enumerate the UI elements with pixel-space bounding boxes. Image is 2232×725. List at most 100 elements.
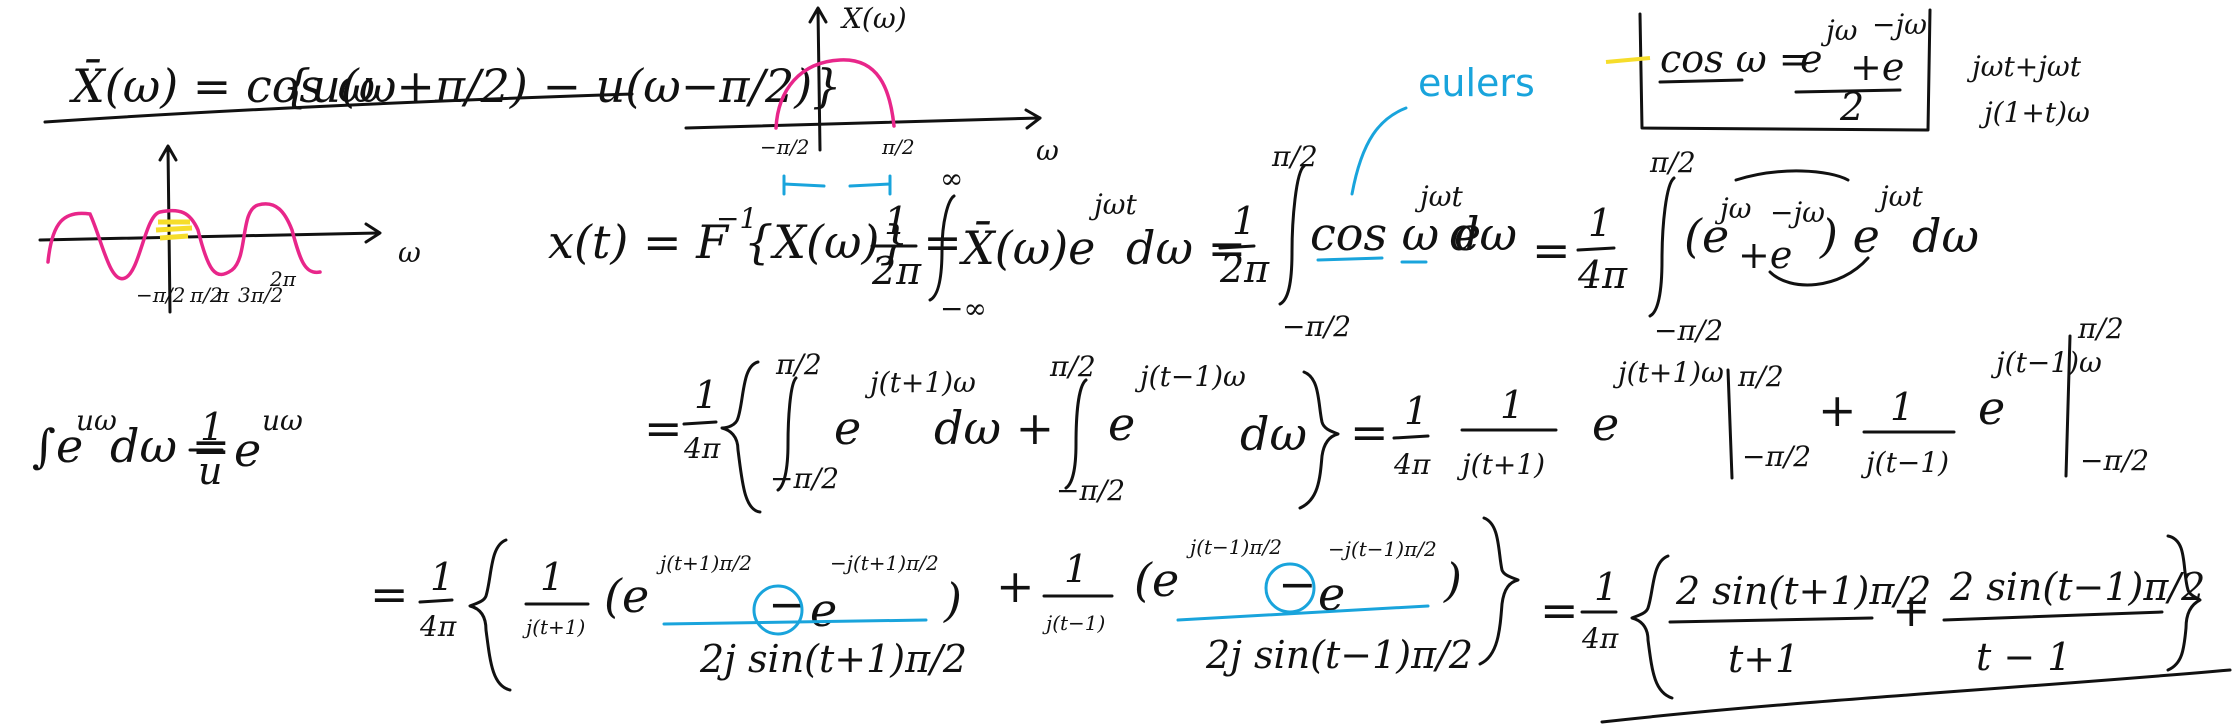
- line3-r2-bar: [1942, 610, 2164, 622]
- line1-brace: {X(ω)} =: [744, 215, 962, 269]
- euler-box-sup-a: jω: [1820, 14, 1858, 47]
- plot-left-tick-neg-half-pi: −π/2: [136, 283, 185, 307]
- line2-sup1: j(t+1)ω: [864, 366, 976, 399]
- definition-lhs: X̄(ω) = cos ω: [69, 58, 375, 113]
- euler-box-sup-b: −jω: [1872, 8, 1927, 41]
- line1-int-bot: −∞: [940, 292, 987, 325]
- line1-lim-top: π/2: [1271, 140, 1318, 173]
- line2-c2-bar: [1392, 434, 1430, 440]
- line2-lim-bot: −π/2: [770, 462, 839, 495]
- line3-r1-den: t+1: [1728, 637, 1799, 681]
- line1-integral-sign-3: [1648, 176, 1676, 318]
- inverse-transform-line: x(t) = F −1 {X(ω)} = 1 2π ∞ −∞ X̄(ω)e jω…: [548, 140, 1979, 347]
- line3-r2-den: t − 1: [1976, 635, 2071, 679]
- line2-dw2: dω: [1240, 407, 1307, 461]
- line3-fraction2-bar: [1176, 604, 1430, 622]
- plot-left-tick-three-half-pi: 3π/2: [238, 283, 283, 307]
- identity-lhs: ∫e: [32, 419, 83, 473]
- line3-result-right-brace: [2166, 534, 2202, 672]
- line2-right-brace: [1298, 370, 1340, 510]
- line3-p1: (e: [604, 569, 649, 623]
- line3-sup1a: j(t+1)π/2: [656, 551, 752, 575]
- plot-top-y-axis: [816, 8, 822, 152]
- identity-dw: dω =: [110, 419, 230, 473]
- plot-top-x-axis: [684, 116, 1042, 130]
- line1-plus3: +e: [1738, 233, 1792, 277]
- line1-c3-bar: [1576, 246, 1616, 252]
- line3-sup2a: j(t−1)π/2: [1186, 535, 1282, 559]
- line2-lim-top: π/2: [775, 348, 822, 381]
- line3-r1-bar: [1668, 616, 1874, 624]
- line1-body3: (e: [1684, 209, 1729, 263]
- euler-box-num-a: e: [1800, 37, 1823, 81]
- line1-int-top: ∞: [940, 162, 963, 195]
- line1-integral-sign: [928, 194, 956, 302]
- line3-eq2: =: [1540, 583, 1579, 637]
- line1-inverse-sup: −1: [716, 202, 757, 235]
- line3-r2-num: 2 sin(t−1)π/2: [1949, 565, 2205, 609]
- cosine-sketch-plot: ω −π/2 π/2 π 3π/2 2π: [38, 144, 421, 314]
- plot-left-y-arrow-icon: [158, 144, 178, 162]
- side-note-top: jωt+jωt: [1966, 50, 2082, 83]
- euler-identity-box: cos ω = e jω +e −jω 2: [1605, 8, 1932, 132]
- line1-c2-num: 1: [1232, 199, 1256, 243]
- identity-frac-num: 1: [200, 405, 224, 449]
- line2-f1-num: 1: [1500, 383, 1524, 427]
- line3-under2: 2j sin(t−1)π/2: [1205, 633, 1473, 677]
- line2-eval-bar-1: [1726, 368, 1734, 480]
- line1-c3-num: 1: [1588, 201, 1612, 245]
- side-note-bottom: j(1+t)ω: [1978, 96, 2090, 129]
- line2-f2-den: j(t−1): [1860, 446, 1949, 479]
- plot-left-tick-two-pi: 2π: [269, 267, 297, 291]
- plot-left-tick-half-pi: π/2: [189, 283, 223, 307]
- line1-sup2: jωt: [1414, 180, 1464, 213]
- line1-underline-highlight: [1316, 256, 1428, 264]
- line3-f2-den: j(t−1): [1042, 611, 1105, 635]
- euler-box-lhs: cos ω =: [1660, 37, 1811, 81]
- identity-sup-lhs: uω: [76, 404, 117, 437]
- line2-integral-sign-2: [1064, 378, 1088, 490]
- line3-eq: =: [370, 567, 409, 621]
- line2-dw1: dω +: [934, 401, 1054, 455]
- line3-right-brace: [1478, 516, 1520, 666]
- line3-result-left-brace: [1630, 554, 1674, 700]
- line3-e1b: e: [810, 583, 837, 637]
- line1-lim-bot: −π/2: [1282, 310, 1351, 343]
- line3-p2: (e: [1134, 553, 1179, 607]
- line1-c1-den: 2π: [871, 249, 922, 293]
- line1-sup3c: jωt: [1874, 180, 1924, 213]
- line3-close1: ): [943, 573, 962, 627]
- side-note: jωt+jωt j(1+t)ω: [1966, 50, 2090, 129]
- line2-sup2: j(t−1)ω: [1134, 360, 1246, 393]
- line2-eq2: =: [1350, 405, 1389, 459]
- line1-c2-bar: [1218, 244, 1256, 250]
- plot-left-axis-label: ω: [398, 236, 421, 269]
- line3-under1: 2j sin(t+1)π/2: [699, 637, 967, 681]
- expanded-integral-line: = 1 4π π/2 −π/2 e j(t+1)ω dω + π/2 −π/2 …: [644, 312, 2149, 514]
- line2-left-brace: [720, 360, 762, 514]
- line2-eval2-bot: −π/2: [2080, 444, 2149, 477]
- plot-top-y-label: X(ω): [840, 2, 907, 35]
- line1-body2: cos ω e: [1310, 207, 1481, 261]
- spectrum-plot: X(ω) ω −π/2 π/2: [684, 2, 1059, 196]
- plot-top-x-label: ω: [1036, 134, 1059, 167]
- line3-left-brace: [468, 538, 512, 692]
- line1-integral-sign-2: [1278, 164, 1306, 306]
- line3-plus: +: [996, 559, 1035, 613]
- line3-c-den: 4π: [419, 610, 457, 643]
- euler-box-border: [1638, 8, 1932, 132]
- line1-dw3: dω: [1912, 209, 1979, 263]
- identity-rhs: e: [234, 423, 261, 477]
- line1-sup1: jωt: [1088, 188, 1138, 221]
- line2-e1: e: [834, 401, 861, 455]
- line3-c2-den: 4π: [1581, 622, 1619, 655]
- euler-box-highlight-mark: [1605, 56, 1651, 64]
- line3-close2: ): [1443, 553, 1462, 607]
- line2-lim2-bot: −π/2: [1056, 474, 1125, 507]
- plot-top-cosine-lobe: [774, 58, 896, 130]
- line2-sup3: j(t+1)ω: [1612, 356, 1724, 389]
- identity-sup-rhs: uω: [262, 404, 303, 437]
- plot-top-interval-marker: [782, 174, 892, 196]
- definition-underline: [43, 92, 634, 124]
